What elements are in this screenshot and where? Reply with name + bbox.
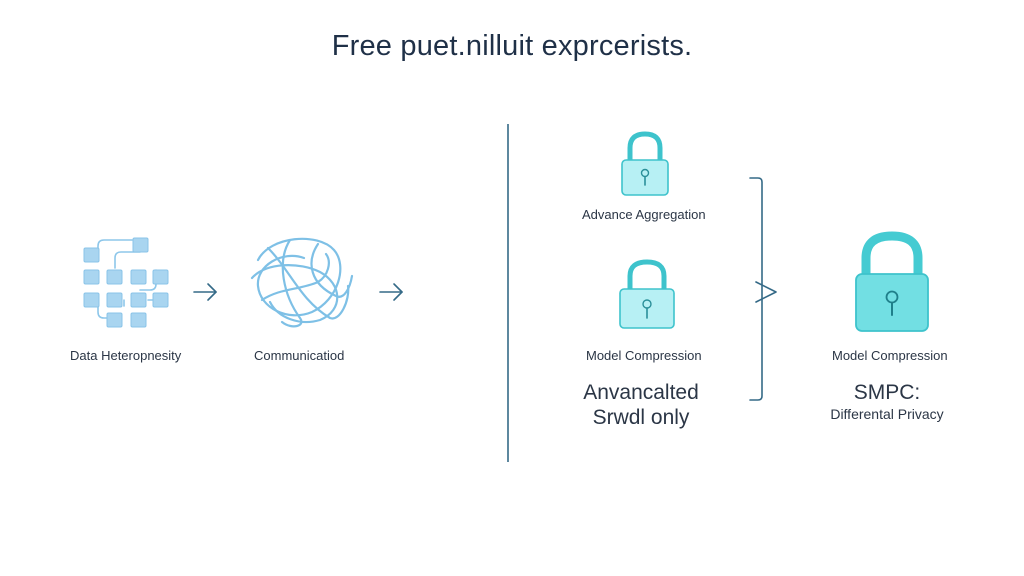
padlock-icon (619, 259, 675, 329)
tangled-network-icon (250, 237, 354, 328)
arrow-right-icon (193, 283, 217, 301)
arrow-right-icon (379, 283, 403, 301)
communication-label: Communicatiod (254, 348, 345, 363)
data-heterogeneity-label: Data Heteropnesity (70, 348, 182, 363)
padlock-icon (621, 131, 669, 196)
lock2-sublabel-line2: Srwdl only (592, 406, 690, 429)
lock2-sublabel-line1: Anvancalted (583, 381, 699, 404)
smpc-title: SMPC: (853, 381, 921, 404)
model-compression-label-right: Model Compression (832, 348, 948, 363)
lock2-sublabel: Anvancalted Srwdl only (566, 380, 716, 430)
model-compression-label: Model Compression (586, 348, 702, 363)
page-title: Free puet.nilluit exprcerists. (331, 30, 693, 62)
differential-privacy-label: Differental Privacy (830, 406, 944, 422)
padlock-icon (855, 231, 929, 332)
advance-aggregation-label: Advance Aggregation (582, 207, 706, 222)
data-grid-icon (83, 237, 169, 328)
bracket-connector (749, 177, 777, 401)
